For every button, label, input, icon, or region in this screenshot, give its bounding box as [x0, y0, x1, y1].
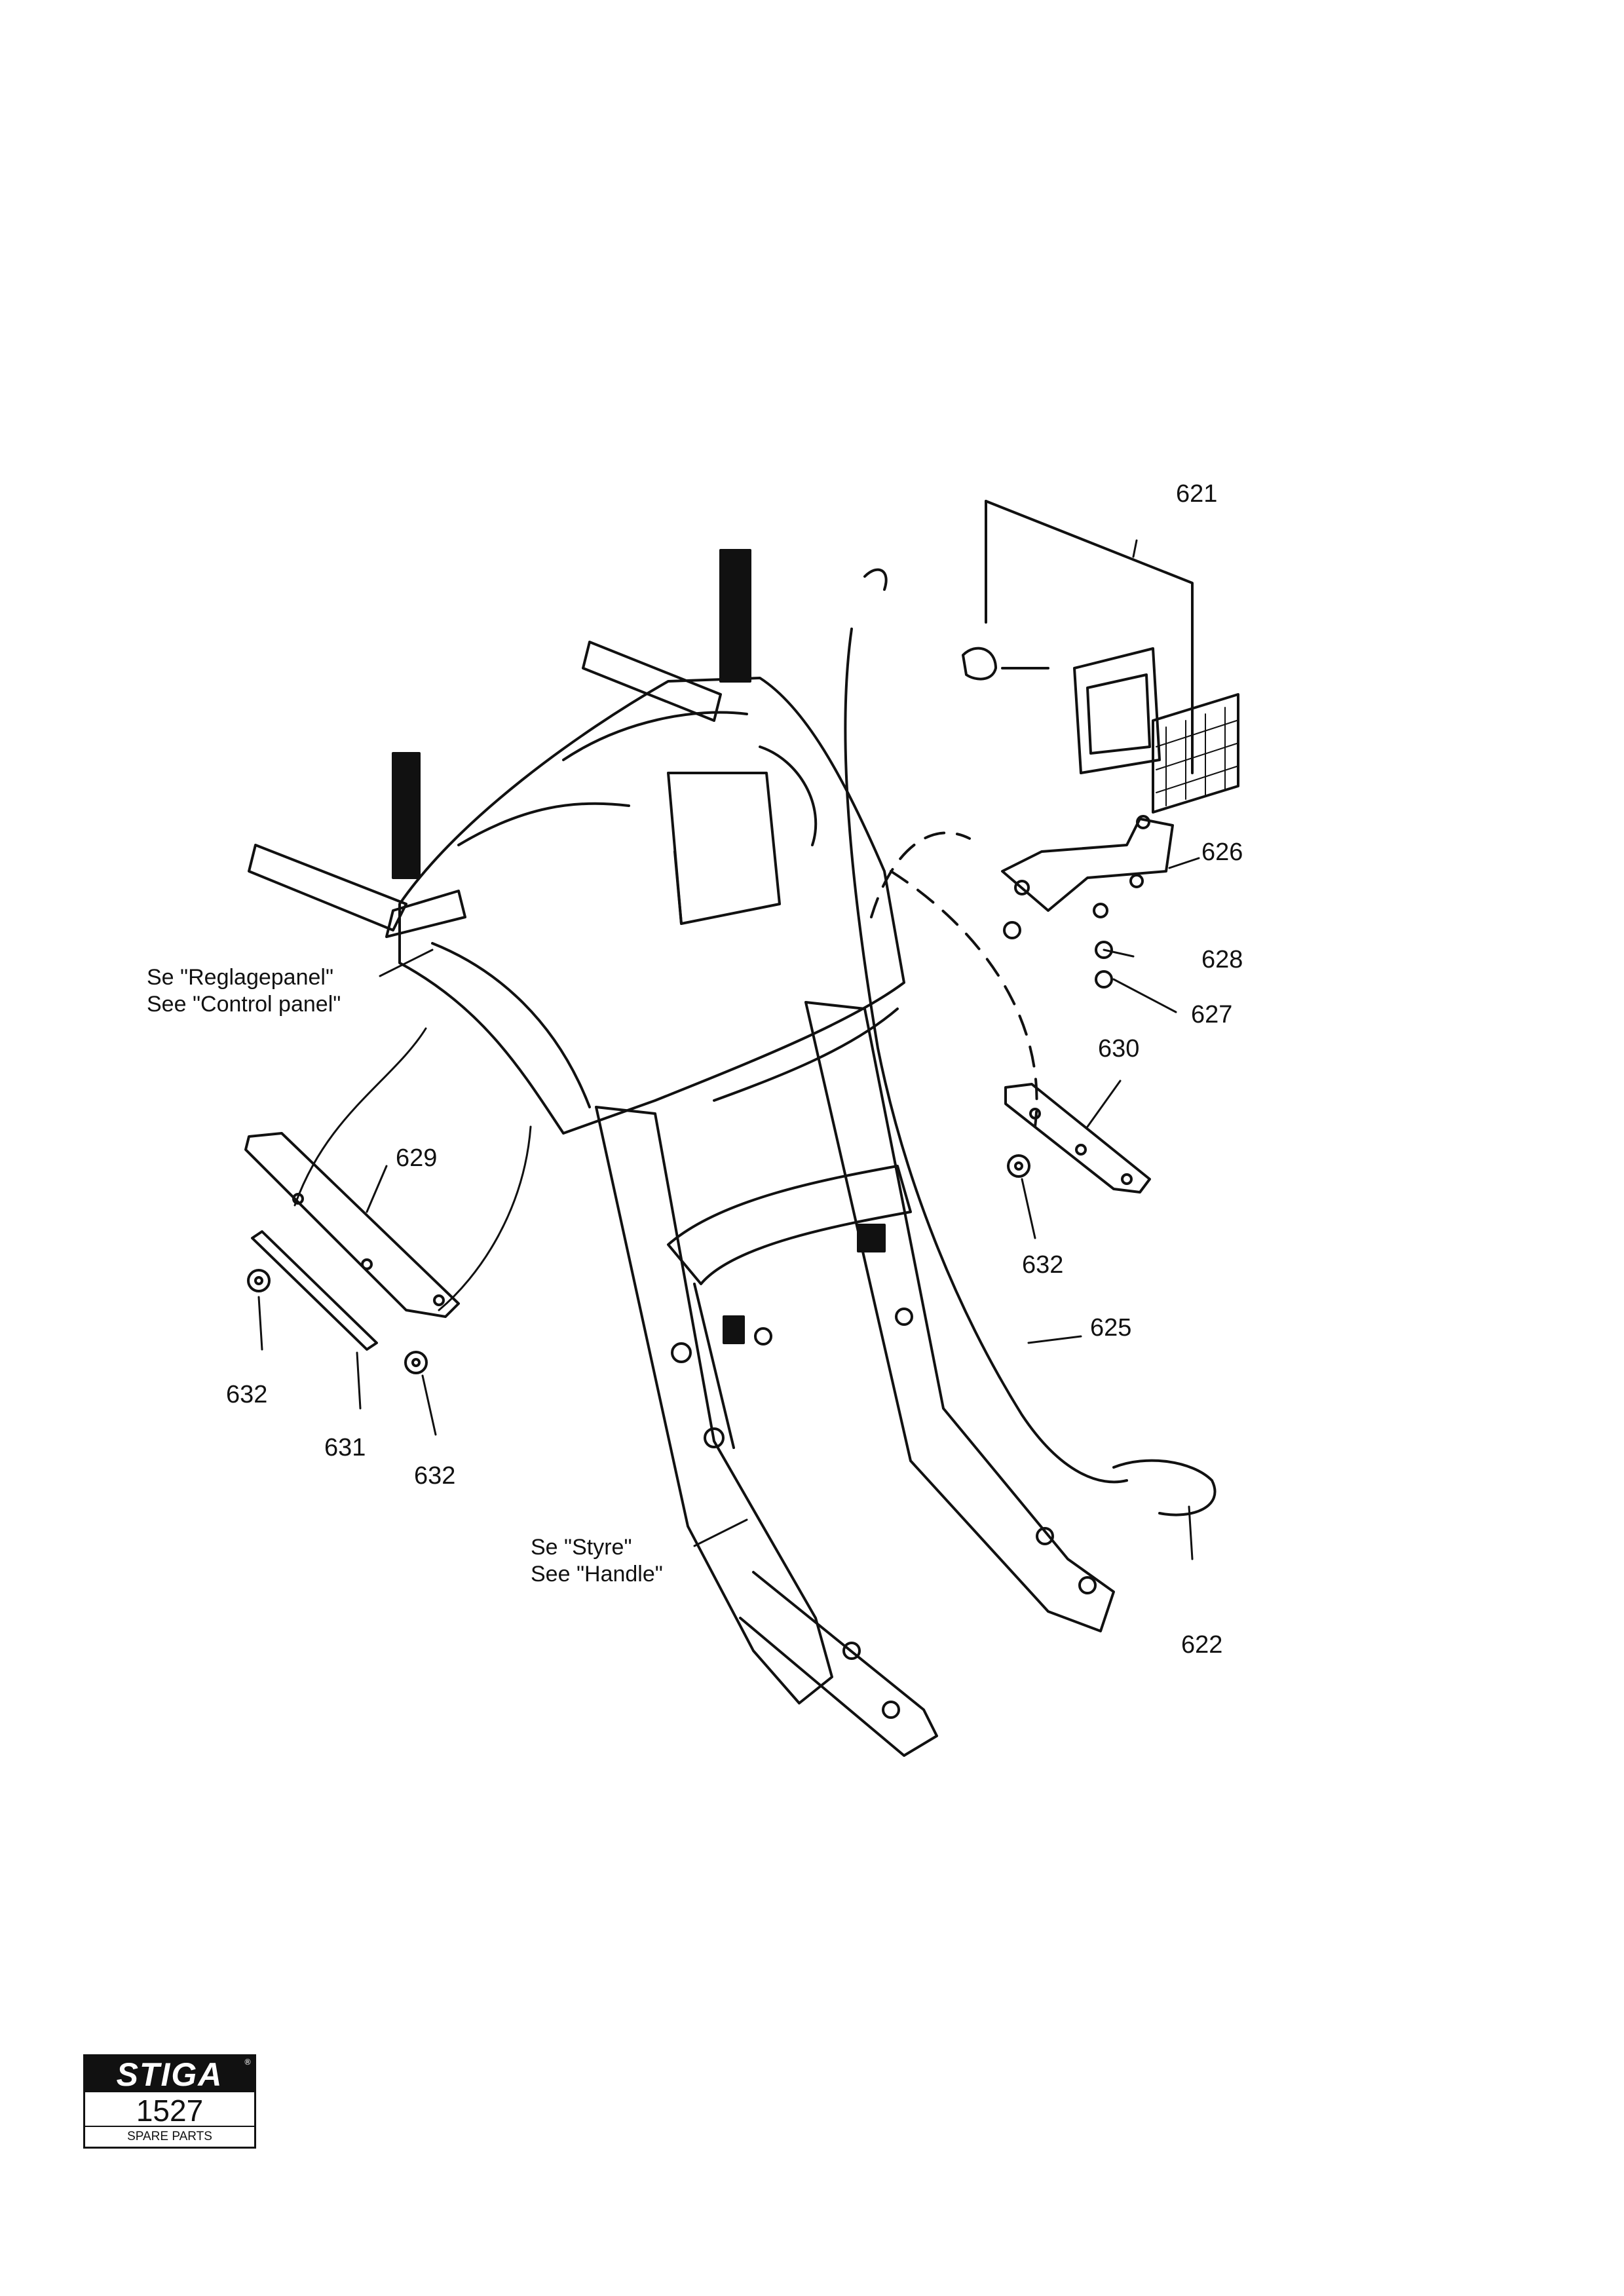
spare-parts-caption: SPARE PARTS: [85, 2126, 254, 2147]
part-label-621: 621: [1176, 480, 1218, 508]
stiga-brand: STIGA: [85, 2056, 254, 2093]
leader-lines: [257, 539, 1200, 1560]
strip-631: [251, 1230, 378, 1351]
cable: [844, 568, 1217, 1516]
control-housing: [248, 549, 905, 1135]
part-label-631: 631: [324, 1434, 366, 1461]
part-label-625: 625: [1090, 1314, 1132, 1342]
note-control-panel-sv: Se "Reglagepanel": [147, 965, 334, 990]
plate-630: [1004, 1083, 1151, 1194]
note-control-panel-en: See "Control panel": [147, 992, 341, 1017]
part-label-632: 632: [1022, 1251, 1064, 1279]
part-label-632: 632: [414, 1462, 456, 1490]
part-label-630: 630: [1098, 1035, 1140, 1063]
nut-632: [247, 1154, 1030, 1374]
lamp-assembly: [962, 500, 1239, 918]
note-control-panel: Se "Reglagepanel" See "Control panel": [147, 964, 341, 1018]
handle-frame: [595, 1001, 1115, 1757]
screw-washer-627-628: [1003, 921, 1113, 988]
part-label-627: 627: [1191, 1001, 1233, 1028]
registered-mark: ®: [244, 2058, 252, 2067]
page-number: 1527: [136, 2094, 204, 2128]
part-label-629: 629: [396, 1144, 438, 1172]
stiga-logo: STIGA ® 1527 SPARE PARTS: [83, 2054, 256, 2149]
note-handle-sv: Se "Styre": [531, 1535, 632, 1560]
part-label-628: 628: [1201, 946, 1243, 973]
part-label-626: 626: [1201, 838, 1243, 866]
part-label-632: 632: [226, 1381, 268, 1408]
note-handle-en: See "Handle": [531, 1562, 663, 1587]
part-label-622: 622: [1181, 1631, 1223, 1659]
note-handle: Se "Styre" See "Handle": [531, 1534, 663, 1588]
